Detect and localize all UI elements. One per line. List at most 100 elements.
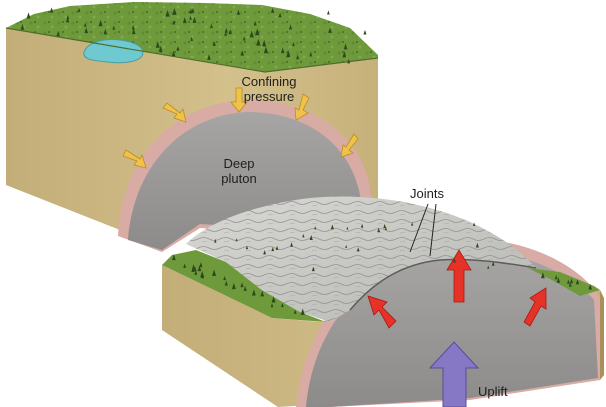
tree-icon <box>131 28 136 35</box>
tree-icon <box>210 23 213 29</box>
expansion-arrow <box>367 295 397 329</box>
tree-icon <box>281 302 284 308</box>
tree-icon <box>207 54 211 60</box>
tree-icon <box>377 227 381 233</box>
confining-pressure-arrows <box>122 87 359 169</box>
pressure-arrow <box>162 102 187 123</box>
tree-icon <box>256 38 261 46</box>
tree-icon <box>541 272 545 279</box>
tree-icon <box>300 308 305 315</box>
tree-icon <box>453 258 456 263</box>
pressure-arrow <box>230 87 248 113</box>
tree-icon <box>98 19 103 27</box>
tree-icon <box>570 278 574 284</box>
tree-icon <box>249 30 254 38</box>
tree-icon <box>314 226 317 230</box>
tree-icon <box>56 31 60 37</box>
tree-icon <box>212 40 216 46</box>
tree-icon <box>293 309 297 314</box>
tree-icon <box>290 242 293 247</box>
tree-icon <box>197 265 202 272</box>
uplifted-pluton <box>306 250 598 407</box>
tree-icon <box>189 15 192 20</box>
tree-clusters <box>20 7 593 315</box>
tree-icon <box>172 7 177 15</box>
tree-icon <box>243 285 247 291</box>
tree-icon <box>242 36 246 41</box>
tree-icon <box>491 261 495 266</box>
tree-icon <box>235 238 238 242</box>
tree-icon <box>190 36 194 41</box>
tree-icon <box>253 20 257 26</box>
tree-icon <box>345 244 348 248</box>
tree-icon <box>171 254 176 261</box>
tree-icon <box>191 8 195 13</box>
tree-icon <box>20 24 25 30</box>
tree-icon <box>288 24 293 30</box>
tree-icon <box>214 238 217 243</box>
joints-pointer <box>409 203 429 253</box>
tree-icon <box>228 29 232 35</box>
tree-icon <box>83 22 87 27</box>
tree-icon <box>271 296 276 303</box>
confining-pressure-label-line1: Confining <box>242 74 297 89</box>
tree-icon <box>223 275 226 281</box>
tree-icon <box>263 249 267 255</box>
tree-icon <box>171 50 176 57</box>
tree-icon <box>189 8 193 14</box>
expansion-arrows <box>367 249 547 329</box>
tree-icon <box>347 58 351 64</box>
tree-icon <box>327 10 330 15</box>
tree-icon <box>158 45 163 52</box>
tree-icon <box>199 262 203 268</box>
tree-icon <box>191 267 195 272</box>
tree-icon <box>554 274 558 280</box>
tree-icon <box>309 51 313 57</box>
lower-block-side-face <box>600 290 604 380</box>
pressure-arrow <box>340 133 359 158</box>
tree-icon <box>588 283 593 290</box>
tree-icon <box>487 265 490 269</box>
tree-icon <box>192 16 197 23</box>
tree-icon <box>271 7 275 13</box>
tree-icon <box>263 46 269 54</box>
tree-icon <box>568 282 572 287</box>
lower-block <box>162 196 604 407</box>
tree-icon <box>343 43 348 50</box>
tree-icon <box>330 224 334 230</box>
tree-icon <box>292 41 295 47</box>
deep-pluton-label-line1: Deep <box>223 156 254 171</box>
tree-icon <box>84 27 89 34</box>
tree-icon <box>172 19 176 25</box>
expansion-arrow <box>446 249 472 303</box>
tree-icon <box>567 279 570 284</box>
tree-icon <box>231 282 236 290</box>
tree-icon <box>383 223 387 229</box>
tree-icon <box>255 28 260 36</box>
lower-grass-right <box>528 268 600 296</box>
tree-icon <box>296 54 300 60</box>
tree-icon <box>224 280 228 286</box>
joints-label: Joints <box>410 186 444 201</box>
tree-icon <box>77 7 81 13</box>
tree-icon <box>286 50 291 58</box>
tree-icon <box>182 17 187 23</box>
tree-icon <box>275 245 279 250</box>
tree-icon <box>384 226 387 230</box>
tree-icon <box>270 303 274 308</box>
tree-icon <box>240 282 244 288</box>
tree-icon <box>66 15 70 20</box>
confining-pressure-label-line2: pressure <box>244 89 295 104</box>
tree-icon <box>309 235 313 240</box>
tree-icon <box>472 222 476 226</box>
tree-icon <box>165 9 170 17</box>
joint-pattern <box>186 196 536 322</box>
tree-icon <box>183 263 187 268</box>
tree-icon <box>26 12 31 19</box>
expansion-arrow <box>523 287 547 327</box>
tree-icon <box>236 9 241 15</box>
tree-icon <box>360 223 364 228</box>
tree-icon <box>65 16 70 23</box>
uplift-arrow <box>428 341 480 407</box>
